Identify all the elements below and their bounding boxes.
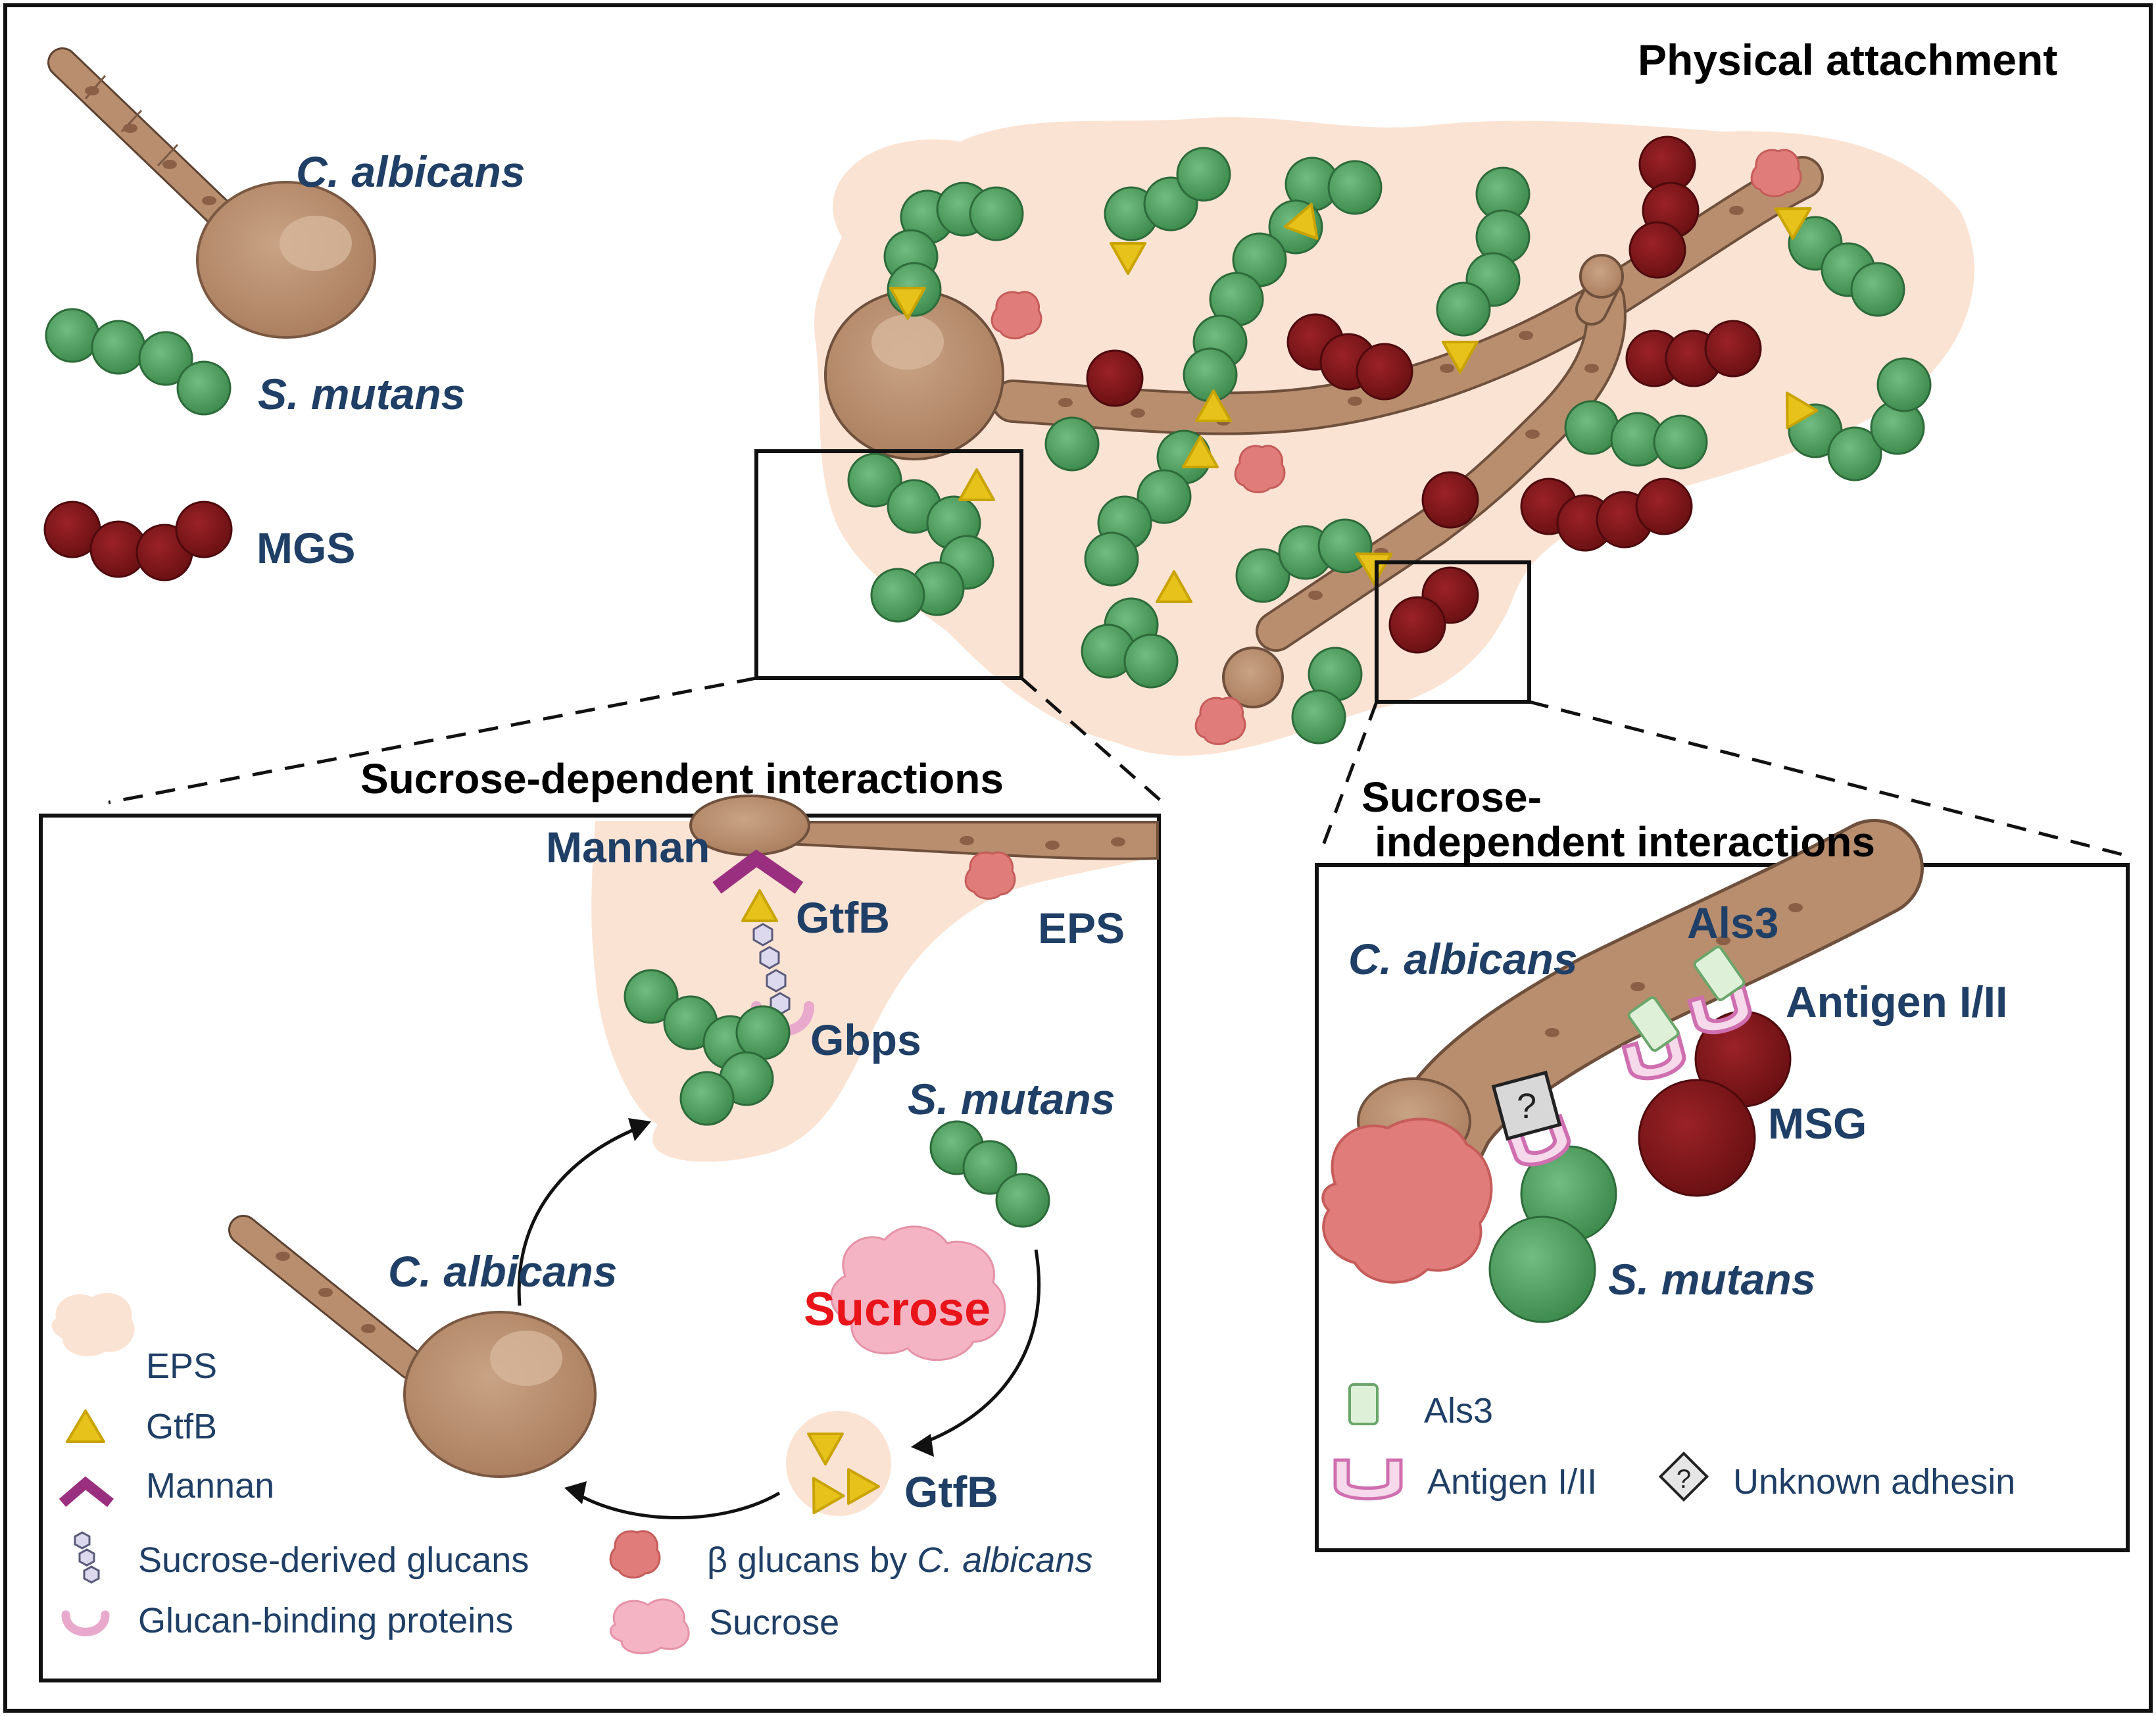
bud	[1579, 254, 1624, 299]
dep-legend-mannan: Mannan	[146, 1466, 275, 1506]
dep-gbps-label: Gbps	[810, 1016, 921, 1064]
zoom-line-1	[108, 676, 757, 804]
zoom-line-3	[1320, 701, 1379, 849]
indep-msg-cells	[1638, 1010, 1792, 1197]
dep-legend-sucrose: Sucrose	[709, 1603, 840, 1642]
indep-als3-shapes	[1627, 945, 1746, 1052]
dep-sucrose-label: Sucrose	[804, 1283, 991, 1336]
dep-gtfb-cluster	[786, 1411, 891, 1516]
dep-eps-label: EPS	[1038, 904, 1125, 952]
dep-c-albicans-label: C. albicans	[388, 1247, 618, 1296]
indep-legend-als3: Als3	[1424, 1391, 1494, 1431]
dep-beta-glucan	[964, 851, 1016, 900]
dep-sucrose-cloud	[830, 1225, 1006, 1361]
key-s-mutans-label: S. mutans	[258, 370, 466, 418]
indep-msg-label: MSG	[1768, 1099, 1867, 1148]
title-sucrose-independent-line1: Sucrose-	[1361, 773, 1542, 821]
key-c-albicans-icon	[47, 47, 376, 339]
zoom-line-4	[1529, 700, 2125, 857]
key-c-albicans-label: C. albicans	[296, 147, 526, 196]
dep-mannan	[712, 849, 804, 895]
dep-legend-eps: EPS	[146, 1346, 218, 1386]
indep-legend-icons: ?	[1333, 1383, 1709, 1502]
dep-legend-beta-glucans: β glucans by C. albicans	[707, 1540, 1093, 1580]
dep-legend-gbp: Glucan-binding proteins	[138, 1601, 514, 1640]
title-sucrose-dependent: Sucrose-dependent interactions	[360, 755, 1004, 802]
eps-matrix	[814, 117, 1974, 756]
indep-beta-glucan	[1321, 1117, 1493, 1284]
indep-legend-antigen: Antigen I/II	[1427, 1462, 1598, 1502]
dep-legend-icons	[51, 1292, 690, 1655]
indep-c-albicans-label: C. albicans	[1348, 935, 1578, 983]
biofilm-yeast	[824, 289, 1004, 460]
dep-gtfb-top-label: GtfB	[796, 893, 890, 942]
indep-antigen-label: Antigen I/II	[1786, 977, 2008, 1026]
dep-c-albicans	[228, 1215, 597, 1478]
indep-als3-label: Als3	[1687, 898, 1779, 947]
dep-s-mutans-label: S. mutans	[908, 1075, 1115, 1123]
key-mgs-label: MGS	[257, 524, 356, 572]
dep-legend-gtfb: GtfB	[146, 1407, 218, 1446]
bud-2	[1222, 647, 1284, 708]
zoom-box-right	[1375, 560, 1531, 704]
title-sucrose-independent-line2: independent interactions	[1375, 818, 1875, 866]
dep-mannan-label: Mannan	[546, 823, 710, 871]
dep-top-hypha	[689, 795, 1159, 860]
indep-s-mutans-cells	[1488, 1145, 1617, 1323]
dep-legend-glucans: Sucrose-derived glucans	[138, 1540, 529, 1580]
dep-cycle-arrows	[517, 1126, 1041, 1519]
zoom-box-left	[754, 449, 1023, 680]
indep-antigen-shapes	[1505, 984, 1752, 1167]
dep-arrowheads	[564, 1118, 934, 1504]
svg-text:?: ?	[1677, 1465, 1691, 1494]
title-physical-attachment: Physical attachment	[1638, 36, 2058, 84]
indep-legend-unknown: Unknown adhesin	[1733, 1462, 2016, 1502]
dep-gtfb-bottom-label: GtfB	[904, 1467, 998, 1516]
indep-unknown-adhesin: ?	[1491, 1070, 1562, 1141]
indep-s-mutans-label: S. mutans	[1608, 1255, 1816, 1304]
svg-text:?: ?	[1517, 1087, 1536, 1126]
